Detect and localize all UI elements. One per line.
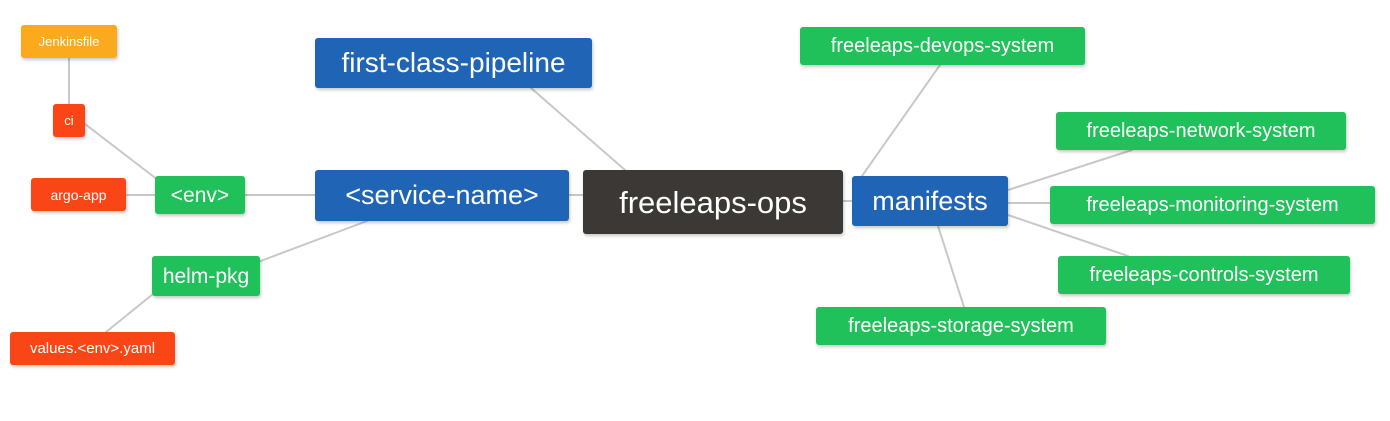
node-label-freeleaps-controls-system: freeleaps-controls-system xyxy=(1089,264,1319,286)
edge-manifests-to-freeleaps-network-system xyxy=(1007,149,1133,191)
node-helm-pkg[interactable]: helm-pkg xyxy=(152,256,260,296)
node-label-freeleaps-storage-system: freeleaps-storage-system xyxy=(848,315,1074,337)
edge-helm-pkg-to-values-yaml xyxy=(105,289,159,333)
node-jenkinsfile[interactable]: Jenkinsfile xyxy=(21,25,117,58)
node-label-env: <env> xyxy=(170,183,230,207)
node-label-service-name: <service-name> xyxy=(345,180,539,210)
node-env[interactable]: <env> xyxy=(155,176,245,214)
node-values-yaml[interactable]: values.<env>.yaml xyxy=(10,332,175,365)
node-label-freeleaps-network-system: freeleaps-network-system xyxy=(1086,120,1316,142)
node-freeleaps-storage-system[interactable]: freeleaps-storage-system xyxy=(816,307,1106,345)
edge-service-name-to-helm-pkg xyxy=(257,220,368,263)
node-freeleaps-monitoring-system[interactable]: freeleaps-monitoring-system xyxy=(1050,186,1375,224)
node-ci[interactable]: ci xyxy=(53,104,85,137)
node-label-manifests: manifests xyxy=(872,185,988,216)
edge-ci-to-env xyxy=(84,123,159,181)
node-manifests[interactable]: manifests xyxy=(852,176,1008,226)
node-first-class-pipeline[interactable]: first-class-pipeline xyxy=(315,38,592,88)
node-label-freeleaps-ops: freeleaps-ops xyxy=(619,184,807,220)
node-label-jenkinsfile: Jenkinsfile xyxy=(38,34,100,49)
edge-manifests-to-freeleaps-devops-system xyxy=(861,64,941,177)
node-label-freeleaps-monitoring-system: freeleaps-monitoring-system xyxy=(1086,194,1339,216)
node-freeleaps-controls-system[interactable]: freeleaps-controls-system xyxy=(1058,256,1350,294)
edge-first-class-pipeline-to-freeleaps-ops xyxy=(530,87,626,171)
node-label-argo-app: argo-app xyxy=(50,186,107,203)
node-label-ci: ci xyxy=(64,113,74,128)
node-label-first-class-pipeline: first-class-pipeline xyxy=(341,47,566,78)
node-label-values-yaml: values.<env>.yaml xyxy=(29,340,156,357)
node-freeleaps-network-system[interactable]: freeleaps-network-system xyxy=(1056,112,1346,150)
node-freeleaps-ops[interactable]: freeleaps-ops xyxy=(583,170,843,234)
node-freeleaps-devops-system[interactable]: freeleaps-devops-system xyxy=(800,27,1085,65)
node-service-name[interactable]: <service-name> xyxy=(315,170,569,221)
edge-manifests-to-freeleaps-storage-system xyxy=(937,225,965,308)
node-label-freeleaps-devops-system: freeleaps-devops-system xyxy=(830,35,1055,57)
node-label-helm-pkg: helm-pkg xyxy=(162,264,250,288)
node-argo-app[interactable]: argo-app xyxy=(31,178,126,211)
